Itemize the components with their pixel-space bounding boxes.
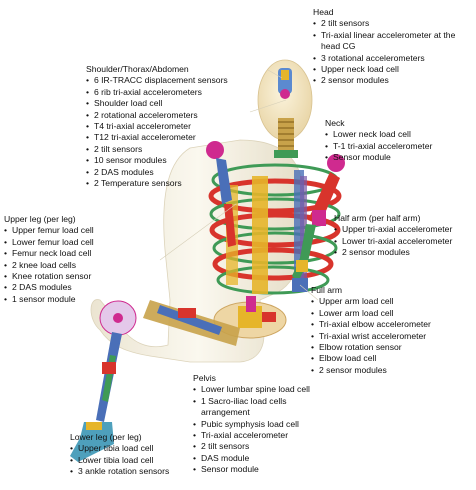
list-item: Lower femur load cell — [4, 237, 94, 248]
list-item: Elbow rotation sensor — [311, 342, 431, 353]
list-item: 2 sensor modules — [313, 75, 476, 86]
list-item: Sensor module — [325, 152, 432, 163]
list-item: Upper tri-axial accelerometer — [334, 224, 452, 235]
list-item: Knee rotation sensor — [4, 271, 94, 282]
shoulder-title: Shoulder/Thorax/Abdomen — [86, 64, 228, 75]
neck-title: Neck — [325, 118, 432, 129]
list-item: Upper neck load cell — [313, 64, 476, 75]
list-item: 2 DAS modules — [4, 282, 94, 293]
list-item: 1 sensor module — [4, 294, 94, 305]
list-item: 3 ankle rotation sensors — [70, 466, 169, 477]
list-item: T12 tri-axial accelerometer — [86, 132, 228, 143]
list-item: T4 tri-axial accelerometer — [86, 121, 228, 132]
list-item: Tri-axial accelerometer — [193, 430, 319, 441]
list-item: Lower tibia load cell — [70, 455, 169, 466]
list-item: Tri-axial elbow accelerometer — [311, 319, 431, 330]
half-arm-block: Half arm (per half arm) Upper tri-axial … — [334, 213, 452, 259]
list-item: T-1 tri-axial accelerometer — [325, 141, 432, 152]
list-item: 2 tilt sensors — [193, 441, 319, 452]
list-item: Upper arm load cell — [311, 296, 431, 307]
full-arm-title: Full arm — [311, 285, 431, 296]
list-item: 2 tilt sensors — [86, 144, 228, 155]
head-block: Head 2 tilt sensors Tri-axial linear acc… — [313, 7, 476, 87]
list-item: 2 knee load cells — [4, 260, 94, 271]
half-arm-title: Half arm (per half arm) — [334, 213, 452, 224]
list-item: Tri-axial wrist accelerometer — [311, 331, 431, 342]
list-item: Pubic symphysis load cell — [193, 419, 319, 430]
list-item: 10 sensor modules — [86, 155, 228, 166]
list-item: Tri-axial linear accelerometer at the he… — [313, 30, 476, 53]
list-item: 6 IR-TRACC displacement sensors — [86, 75, 228, 86]
pelvis-block: Pelvis Lower lumbar spine load cell 1 Sa… — [193, 373, 319, 476]
list-item: 2 sensor modules — [334, 247, 452, 258]
upper-leg-title: Upper leg (per leg) — [4, 214, 94, 225]
lower-leg-block: Lower leg (per leg) Upper tibia load cel… — [70, 432, 169, 478]
list-item: 2 rotational accelerometers — [86, 110, 228, 121]
head-title: Head — [313, 7, 476, 18]
neck-block: Neck Lower neck load cell T-1 tri-axial … — [325, 118, 432, 164]
list-item: Lower neck load cell — [325, 129, 432, 140]
list-item: Lower tri-axial accelerometer — [334, 236, 452, 247]
list-item: Upper tibia load cell — [70, 443, 169, 454]
upper-leg-block: Upper leg (per leg) Upper femur load cel… — [4, 214, 94, 305]
shoulder-block: Shoulder/Thorax/Abdomen 6 IR-TRACC displ… — [86, 64, 228, 189]
list-item: 1 Sacro-iliac load cells arrangement — [193, 396, 319, 419]
list-item: Lower arm load cell — [311, 308, 431, 319]
list-item: 2 Temperature sensors — [86, 178, 228, 189]
list-item: Sensor module — [193, 464, 319, 475]
list-item: Lower lumbar spine load cell — [193, 384, 319, 395]
list-item: 2 sensor modules — [311, 365, 431, 376]
list-item: 2 DAS modules — [86, 167, 228, 178]
list-item: Upper femur load cell — [4, 225, 94, 236]
list-item: 2 tilt sensors — [313, 18, 476, 29]
full-arm-block: Full arm Upper arm load cell Lower arm l… — [311, 285, 431, 376]
pelvis-title: Pelvis — [193, 373, 319, 384]
lower-leg-title: Lower leg (per leg) — [70, 432, 169, 443]
list-item: Shoulder load cell — [86, 98, 228, 109]
list-item: Elbow load cell — [311, 353, 431, 364]
list-item: DAS module — [193, 453, 319, 464]
list-item: Femur neck load cell — [4, 248, 94, 259]
list-item: 3 rotational accelerometers — [313, 53, 476, 64]
list-item: 6 rib tri-axial accelerometers — [86, 87, 228, 98]
